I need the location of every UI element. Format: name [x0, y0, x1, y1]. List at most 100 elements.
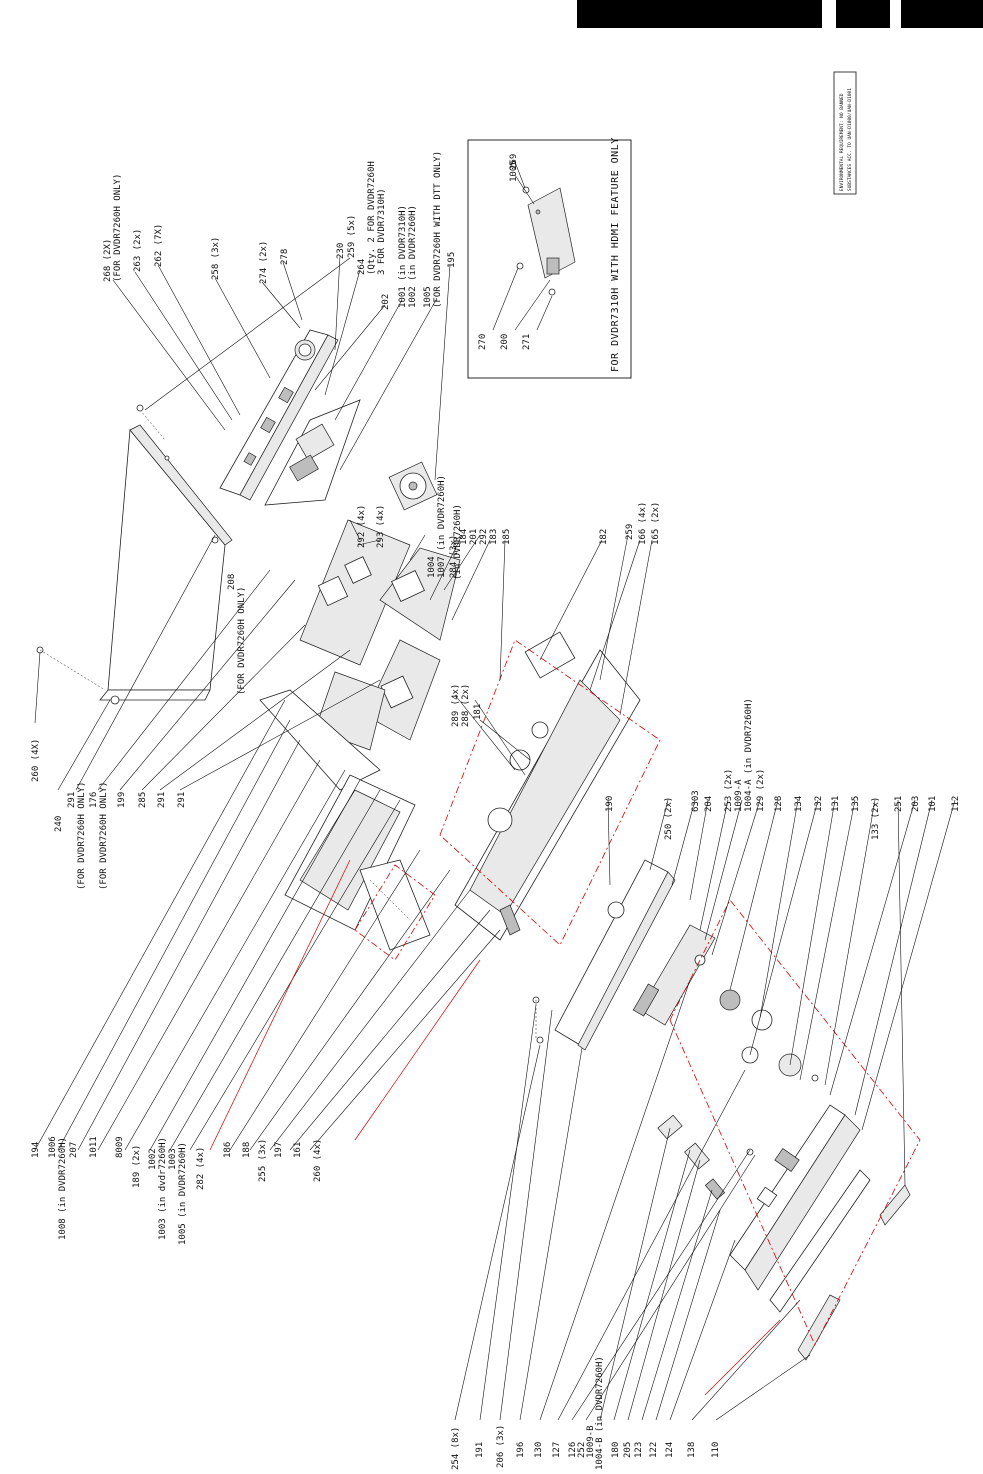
header-tab-page [901, 0, 983, 28]
label-185: 185 [502, 529, 512, 545]
label-1004-b: 1004-B (in DVDR7260H) [595, 1356, 605, 1470]
inset-label-1005: 1005 [509, 160, 519, 182]
label-274: 274 (2x) [259, 241, 269, 284]
label-128: 128 [774, 796, 784, 812]
screw-259 [136, 404, 144, 412]
label-130: 130 [534, 1442, 544, 1458]
label-181: 181 [473, 704, 483, 720]
label-8009: 8009 [115, 1136, 125, 1158]
label-253: 253 (2x) [724, 769, 734, 812]
shield-sheet [259, 689, 381, 791]
side-trim [879, 1184, 911, 1226]
label-176: 176 [89, 792, 99, 808]
label-206: 206 (3x) [496, 1425, 506, 1468]
leader-inset-271 [536, 295, 553, 331]
labels-bottom: 194 1006 1008 (in DVDR7260H) 207 1011 80… [31, 1136, 721, 1470]
leader-inset-1005 [514, 174, 535, 205]
knob [719, 989, 741, 1011]
label-259-5x: 259 (5x) [347, 215, 357, 258]
label-260-4x: 260 (4x) [313, 1139, 323, 1182]
label-268: 268 (2X) [103, 239, 113, 282]
label-258: 258 (3x) [211, 237, 221, 280]
inset-title: FOR DVDR7310H WITH HDMI FEATURE ONLY [610, 137, 621, 372]
parts-drawing [36, 329, 921, 1361]
label-1007: 1007 (in DVDR7260H) [437, 475, 447, 578]
label-176-note: (FOR DVDR7260H ONLY) [99, 782, 109, 890]
label-203: 203 [911, 796, 921, 812]
label-189: 189 (2x) [132, 1145, 142, 1188]
label-291-c: 291 [177, 792, 187, 808]
label-110: 110 [711, 1442, 721, 1458]
label-240: 240 [54, 816, 64, 832]
label-293-4x: 293 (4x) [376, 505, 386, 548]
label-201: 201 [469, 529, 479, 545]
labels-top: 259 (5x) 268 (2X) (FOR DVDR7260H ONLY) 2… [103, 151, 961, 840]
label-197: 197 [274, 1142, 284, 1158]
label-1003-a: 1003 (in dvdr7260H) [158, 1137, 168, 1240]
label-1011: 1011 [89, 1136, 99, 1158]
label-196: 196 [516, 1442, 526, 1458]
label-138: 138 [687, 1442, 697, 1458]
label-199: 199 [117, 792, 127, 808]
label-188: 188 [242, 1142, 252, 1158]
label-124: 124 [665, 1442, 675, 1458]
label-205: 205 [623, 1442, 633, 1458]
label-194: 194 [31, 1142, 41, 1158]
label-264: 264 [357, 259, 367, 275]
label-180: 180 [611, 1442, 621, 1458]
label-161: 161 [293, 1142, 303, 1158]
label-264-qty: (Qty. 2 FOR DVDR7260H [367, 161, 377, 275]
label-291-a: 291 [67, 792, 77, 808]
label-208: 208 [227, 574, 237, 590]
label-259: 259 [625, 524, 635, 540]
tray [359, 859, 431, 951]
label-1009-a: 1009-A [734, 779, 744, 812]
bottom-trim [797, 1294, 841, 1361]
leader-inset-269 [514, 161, 526, 189]
inset-label-200: 200 [500, 334, 510, 350]
label-1003-b: 1003 [168, 1148, 178, 1170]
label-254: 254 (8x) [451, 1427, 461, 1470]
label-284: 284 (3x) [449, 535, 459, 578]
label-190: 190 [605, 796, 615, 812]
label-264-qty2: 3 FOR DVDR7310H) [377, 188, 387, 275]
label-186: 186 [223, 1142, 233, 1158]
label-1005-note: (FOR DVDR7260H WITH DTT ONLY) [433, 151, 443, 308]
label-263: 263 (2x) [133, 229, 143, 272]
label-230: 230 [336, 243, 346, 259]
label-289: 289 (4x) [451, 684, 461, 727]
label-126: 126 [568, 1442, 578, 1458]
label-282: 282 (4x) [196, 1147, 206, 1190]
tuner-board [379, 547, 461, 641]
label-1006: 1006 [48, 1136, 58, 1158]
label-292: 292 [479, 529, 489, 545]
label-112: 112 [951, 796, 961, 812]
label-1002-b: 1002 [148, 1148, 158, 1170]
label-252: 252 [577, 1442, 587, 1458]
label-291-a-note: (FOR DVDR7260H ONLY) [77, 782, 87, 890]
environmental-stamp: ENVIRONMENTAL REQUIREMENT: NO BANNED SUB… [833, 71, 857, 195]
group-outline-front [669, 899, 921, 1346]
leader-inset-200 [514, 279, 551, 331]
door-trim [769, 1169, 871, 1313]
main-board [299, 519, 411, 666]
label-291-b: 291 [157, 792, 167, 808]
inset-label-270: 270 [478, 334, 488, 350]
label-251: 251 [894, 796, 904, 812]
labels-left: 260 (4X) 240 291 (FOR DVDR7260H ONLY) 17… [31, 739, 187, 890]
label-278: 278 [280, 249, 290, 265]
front-panel [729, 1104, 846, 1271]
label-1009-b: 1009-B [586, 1425, 596, 1458]
label-1004-a: 1004-A (in DVDR7260H) [744, 698, 754, 812]
label-183-top: 183 [489, 529, 499, 545]
label-204: 204 [704, 796, 714, 812]
header-tab-section [836, 0, 890, 28]
label-134: 134 [794, 796, 804, 812]
label-202: 202 [381, 294, 391, 310]
label-1002: 1002 (in DVDR7260H) [408, 205, 418, 308]
label-1001: 1001 (in DVDR7310H) [398, 205, 408, 308]
group-outline-chassis [439, 639, 661, 946]
leader-inset-270 [492, 267, 519, 331]
label-1004: 1004 [427, 556, 437, 578]
